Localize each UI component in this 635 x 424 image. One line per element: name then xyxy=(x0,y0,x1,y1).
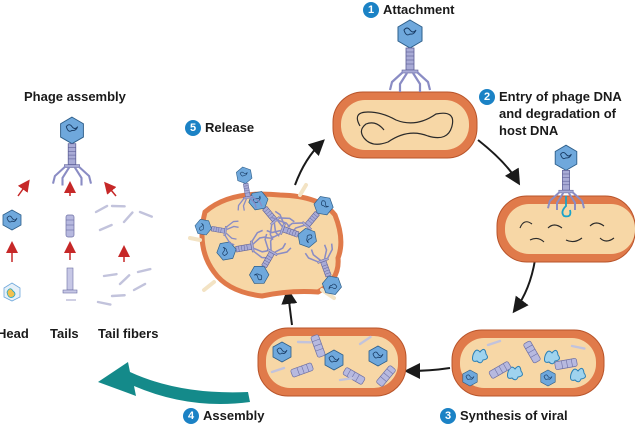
cycle-arrow-icon xyxy=(281,139,536,379)
step-2-label-line-2: and degradation of xyxy=(499,106,616,121)
step-2-label-line-3: host DNA xyxy=(499,123,559,138)
tails-label: Tails xyxy=(50,326,79,341)
tail-fibers-label: Tail fibers xyxy=(98,326,159,341)
assembly-arrow-icon xyxy=(98,362,250,404)
phage-assembly-title: Phage assembly xyxy=(24,89,126,104)
tail-core-icon xyxy=(62,267,78,301)
step-4-badge: 4 xyxy=(183,408,199,424)
step-3-badge: 3 xyxy=(440,408,456,424)
bacterium-icon xyxy=(332,91,478,159)
phage-icon xyxy=(388,18,432,94)
bacterium-icon xyxy=(496,195,635,263)
step-5-badge: 5 xyxy=(185,120,201,136)
bacterium-icon xyxy=(451,329,605,397)
phage-head-icon xyxy=(2,209,22,231)
tail-icon xyxy=(65,214,75,238)
head-precursor-icon xyxy=(3,282,21,302)
phage-icon xyxy=(51,116,93,187)
head-label: Head xyxy=(0,326,29,341)
step-1-badge: 1 xyxy=(363,2,379,18)
step-2-badge: 2 xyxy=(479,89,495,105)
assembly-arrow-icon xyxy=(5,179,130,262)
